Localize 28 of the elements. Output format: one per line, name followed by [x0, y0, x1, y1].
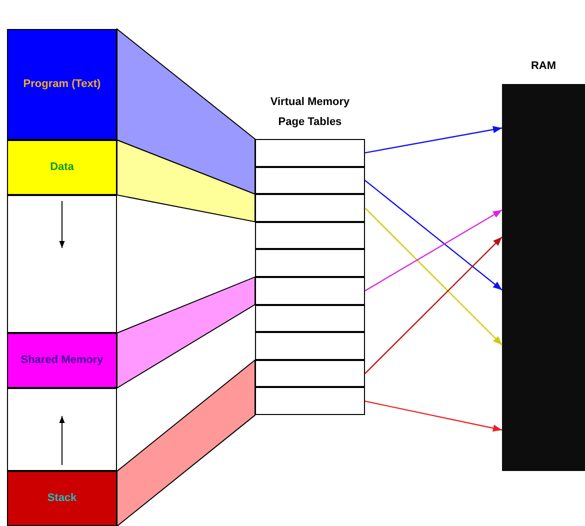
- page-table-entry: [255, 277, 365, 305]
- mapping-band: [117, 29, 255, 194]
- arrow: [364, 208, 502, 346]
- mapping-band: [117, 140, 255, 222]
- page-table-entry: [255, 304, 365, 332]
- arrow: [364, 180, 502, 290]
- arrow: [364, 400, 502, 432]
- page-table-entry: [255, 249, 365, 277]
- page-table-entry: [255, 166, 365, 194]
- page-table-entry: [255, 332, 365, 360]
- memory-segment: Data: [7, 140, 117, 195]
- mapping-band: [117, 277, 255, 388]
- arrow: [364, 236, 502, 374]
- free-memory-area: [7, 388, 117, 471]
- page-table-entry: [255, 139, 365, 167]
- ram-label: RAM: [530, 59, 558, 74]
- page-table-entry: [255, 387, 365, 415]
- memory-segment: Stack: [7, 471, 117, 526]
- page-table-entry: [255, 194, 365, 222]
- arrow: [364, 209, 502, 292]
- page-table-entry: [255, 222, 365, 250]
- table-title: Virtual Memory Page Tables: [269, 95, 351, 130]
- memory-segment: Shared Memory: [7, 333, 117, 388]
- free-memory-area: [7, 195, 117, 333]
- memory-segment: Program (Text): [7, 29, 117, 140]
- arrow: [364, 126, 502, 154]
- mapping-band: [117, 360, 255, 526]
- page-table-entry: [255, 360, 365, 388]
